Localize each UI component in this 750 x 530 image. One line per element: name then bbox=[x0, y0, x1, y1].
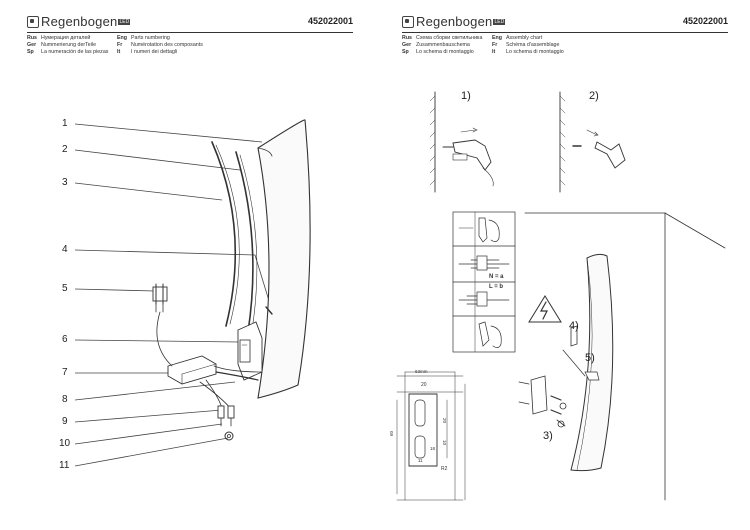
part-number-9: 9 bbox=[62, 416, 68, 427]
diffuser-strip-2 bbox=[235, 151, 254, 333]
part-number-1: 1 bbox=[62, 118, 68, 129]
leader-3 bbox=[74, 182, 223, 201]
dim-width: 63mm bbox=[415, 369, 428, 374]
assembly-drawing: N = a L = b 63mm 20 20 10 18 11 R2 60 bbox=[389, 91, 726, 501]
leader-1 bbox=[74, 123, 263, 143]
leader-11 bbox=[74, 437, 229, 467]
leader-8 bbox=[74, 381, 236, 401]
step-2-label: 2) bbox=[589, 90, 599, 102]
part-number-3: 3 bbox=[62, 177, 68, 188]
wiring-detail-panels bbox=[452, 211, 516, 353]
diffuser-strip-3 bbox=[211, 141, 237, 327]
part-number-7: 7 bbox=[62, 367, 68, 378]
connector-a bbox=[217, 405, 225, 419]
leader-9 bbox=[74, 409, 223, 423]
part-number-4: 4 bbox=[62, 244, 68, 255]
article-number: 452022001 bbox=[307, 16, 353, 26]
header-divider bbox=[402, 32, 728, 33]
brand-badge: LED bbox=[493, 18, 506, 25]
brand-logo: Regenbogen LED bbox=[402, 14, 506, 29]
led-driver bbox=[167, 355, 217, 385]
logo-icon bbox=[27, 15, 39, 28]
part-number-2: 2 bbox=[62, 144, 68, 155]
leader-5 bbox=[74, 288, 156, 292]
leader-10 bbox=[74, 423, 223, 445]
leader-4 bbox=[74, 249, 271, 305]
exploded-parts-drawing bbox=[74, 119, 311, 467]
dim-slot-gap: 10 bbox=[442, 440, 447, 446]
electric-shock-warning-icon bbox=[528, 295, 562, 323]
step-5-label: 5) bbox=[585, 352, 595, 364]
part-number-11: 11 bbox=[59, 460, 70, 471]
connector-b bbox=[227, 405, 235, 419]
step-4-label: 4) bbox=[569, 320, 579, 332]
room-wall bbox=[524, 212, 726, 501]
part-number-10: 10 bbox=[59, 438, 71, 449]
step-2-wall-plug bbox=[559, 91, 626, 193]
terminal-block bbox=[152, 286, 168, 302]
logo-icon bbox=[402, 15, 414, 28]
bracket-and-screws bbox=[518, 375, 567, 428]
part-number-8: 8 bbox=[62, 394, 68, 405]
dim-slot-2: 18 bbox=[430, 446, 436, 451]
part-number-5: 5 bbox=[62, 283, 68, 294]
part-number-6: 6 bbox=[62, 334, 68, 345]
step-1-drilling bbox=[429, 91, 494, 193]
mounted-lamp bbox=[562, 253, 614, 472]
dim-slot-width: 11 bbox=[418, 458, 423, 463]
brand-badge: LED bbox=[118, 18, 131, 25]
wiring-n-a: N = a bbox=[489, 274, 504, 280]
wiring-l-b: L = b bbox=[489, 284, 503, 290]
brand-logo: Regenbogen LED bbox=[27, 14, 131, 29]
article-number: 452022001 bbox=[682, 16, 728, 26]
lamp-body bbox=[257, 119, 311, 399]
dim-height: 60 bbox=[389, 430, 394, 436]
wire-nut bbox=[224, 431, 234, 441]
leader-2 bbox=[74, 149, 241, 171]
header-divider bbox=[27, 32, 353, 33]
brand-name: Regenbogen bbox=[41, 14, 118, 29]
dim-radius: R2 bbox=[441, 466, 448, 472]
mounting-plate-dimension-drawing bbox=[396, 371, 466, 501]
dim-top: 20 bbox=[421, 382, 427, 388]
step-3-label: 3) bbox=[543, 430, 553, 442]
step-1-label: 1) bbox=[461, 90, 471, 102]
brand-name: Regenbogen bbox=[416, 14, 493, 29]
dim-slot-1: 20 bbox=[442, 418, 447, 424]
